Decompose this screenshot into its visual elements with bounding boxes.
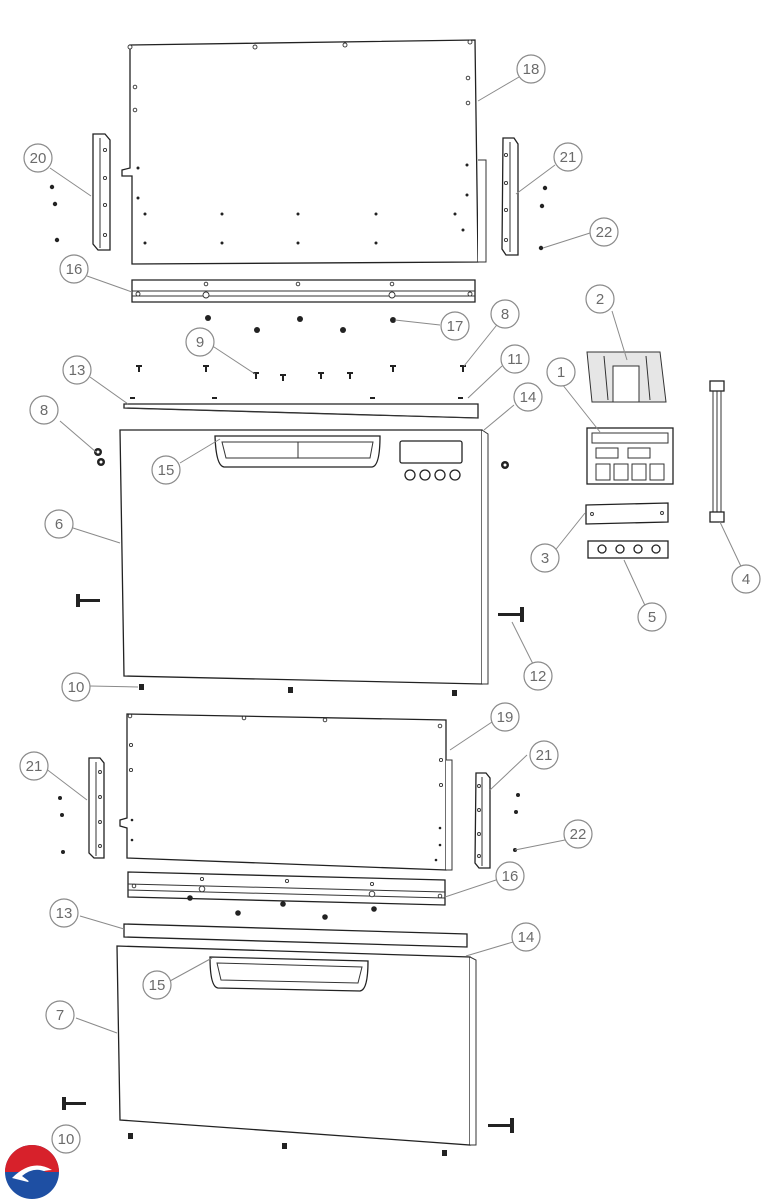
svg-text:21: 21 (536, 747, 553, 764)
svg-text:9: 9 (196, 334, 204, 351)
ribbon-cable (709, 380, 725, 523)
svg-text:1: 1 (557, 364, 565, 381)
callout-3: 3 (530, 543, 560, 573)
slide-bracket-right-lower (474, 772, 491, 869)
svg-text:13: 13 (69, 362, 86, 379)
callout-5: 5 (637, 602, 667, 632)
callout-19: 19 (490, 702, 520, 732)
callout-22: 22 (589, 217, 619, 247)
callout-21: 21 (553, 142, 583, 172)
top-trim-strip-upper (123, 397, 479, 419)
rear-panel-lower (119, 713, 453, 871)
feet-upper (139, 684, 457, 696)
svg-text:13: 13 (56, 905, 73, 922)
callout-17: 17 (440, 311, 470, 341)
callout-16: 16 (495, 861, 525, 891)
front-panel-lower (116, 945, 477, 1146)
svg-text:8: 8 (501, 306, 509, 323)
screws-row-17 (205, 315, 396, 333)
rear-panel-upper (121, 39, 487, 265)
svg-text:5: 5 (648, 609, 656, 626)
screws-left-lower (58, 796, 65, 854)
callout-11: 11 (500, 344, 530, 374)
grommets-upper (94, 448, 509, 469)
callout-4: 4 (731, 564, 761, 594)
svg-text:14: 14 (520, 389, 537, 406)
callout-2: 2 (585, 284, 615, 314)
svg-text:10: 10 (58, 1131, 75, 1148)
callout-15: 15 (142, 970, 172, 1000)
svg-text:16: 16 (502, 868, 519, 885)
controller-cover (586, 351, 667, 403)
mounting-rail-lower (127, 871, 446, 906)
button-module (587, 540, 669, 559)
svg-text:19: 19 (497, 709, 514, 726)
svg-text:22: 22 (570, 826, 587, 843)
svg-text:21: 21 (560, 149, 577, 166)
svg-text:15: 15 (158, 462, 175, 479)
svg-text:15: 15 (149, 977, 166, 994)
svg-text:2: 2 (596, 291, 604, 308)
svg-text:14: 14 (518, 929, 535, 946)
screws-right-lower (513, 793, 520, 852)
brand-logo (5, 1145, 59, 1199)
svg-text:20: 20 (30, 150, 47, 167)
svg-text:22: 22 (596, 224, 613, 241)
mounting-rail-upper (131, 279, 476, 303)
callout-8: 8 (29, 395, 59, 425)
controller-board (586, 427, 674, 485)
svg-text:16: 16 (66, 261, 83, 278)
callout-7: 7 (45, 1000, 75, 1030)
callout-20: 21 (19, 751, 49, 781)
slide-bracket-left-upper (92, 133, 111, 251)
slide-bracket-left-lower (88, 757, 105, 859)
callout-22: 22 (563, 819, 593, 849)
svg-text:11: 11 (507, 351, 523, 368)
callout-8: 8 (490, 299, 520, 329)
svg-text:7: 7 (56, 1007, 64, 1024)
callout-14: 14 (513, 382, 543, 412)
screws-left-upper (49, 184, 60, 243)
callout-15: 15 (151, 455, 181, 485)
svg-text:12: 12 (530, 668, 547, 685)
callout-14: 14 (511, 922, 541, 952)
svg-text:18: 18 (523, 61, 540, 78)
callout-10: 10 (61, 672, 91, 702)
fasteners-row-9 (136, 365, 466, 381)
svg-text:21: 21 (26, 758, 43, 775)
callout-9: 9 (185, 327, 215, 357)
side-bolts-upper (76, 594, 524, 622)
callout-20: 20 (23, 143, 53, 173)
svg-text:8: 8 (40, 402, 48, 419)
slide-bracket-right-upper (501, 137, 519, 256)
screws-row-lower (187, 895, 377, 920)
callout-18: 18 (516, 54, 546, 84)
callout-13: 13 (49, 898, 79, 928)
svg-text:6: 6 (55, 516, 63, 533)
top-trim-strip-lower (123, 923, 468, 948)
front-panel-upper (119, 429, 489, 685)
side-bolts-lower (62, 1097, 514, 1133)
callout-10: 10 (51, 1124, 81, 1154)
feet-lower (128, 1133, 447, 1156)
screws-right-upper (538, 185, 548, 251)
callout-6: 6 (44, 509, 74, 539)
callout-13: 13 (62, 355, 92, 385)
controller-plate (585, 502, 669, 525)
svg-text:17: 17 (447, 318, 464, 335)
callout-1: 1 (546, 357, 576, 387)
callout-12: 12 (523, 661, 553, 691)
svg-text:3: 3 (541, 550, 549, 567)
leader-lines (44, 76, 747, 1034)
callout-16: 16 (59, 254, 89, 284)
svg-text:4: 4 (742, 571, 750, 588)
svg-text:10: 10 (68, 679, 85, 696)
callout-21: 21 (529, 740, 559, 770)
